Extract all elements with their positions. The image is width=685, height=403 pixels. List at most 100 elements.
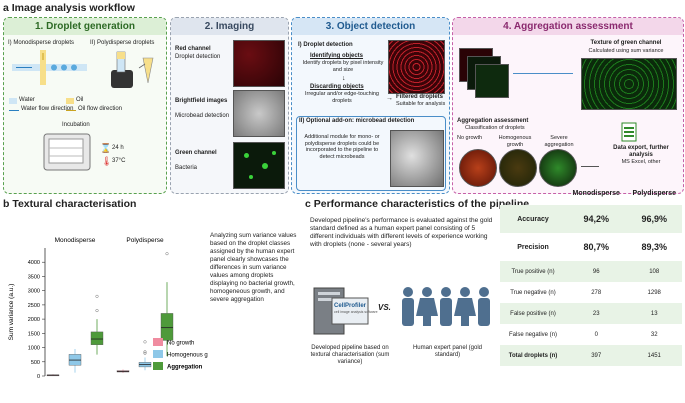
table-cell-mono: 397 bbox=[591, 352, 602, 359]
water-swatch bbox=[9, 98, 17, 104]
brightfield-desc: Microbead detection bbox=[175, 113, 230, 119]
microbead-title: II) Optional add-on: microbead detection bbox=[299, 118, 415, 124]
table-cell-label: True negative (n) bbox=[510, 289, 556, 296]
section-aggregation-assessment: 4. Aggregation assessment Texture of gre… bbox=[452, 17, 684, 194]
oil-swatch bbox=[66, 98, 74, 104]
red-channel-image bbox=[233, 40, 285, 87]
texture-title: Texture of green channel bbox=[590, 40, 662, 46]
incubation-label: Incubation bbox=[62, 122, 90, 128]
human-caption: Human expert panel (gold standard) bbox=[412, 345, 483, 358]
mono-label: I) Monodisperse droplets bbox=[8, 40, 75, 46]
panel-b-title: b Textural characterisation bbox=[3, 198, 137, 210]
microbead-desc: Additional module for mono- or polydispe… bbox=[304, 134, 380, 160]
table-cell-label: False positive (n) bbox=[510, 310, 556, 317]
table-cell-poly: 1451 bbox=[647, 352, 661, 359]
texture-image bbox=[581, 58, 677, 110]
versus-label: VS. bbox=[378, 303, 391, 312]
class-severe: Severe aggregation bbox=[544, 135, 574, 148]
computer-icon bbox=[313, 287, 369, 335]
section-4-header: 4. Aggregation assessment bbox=[453, 18, 683, 35]
section-3-header: 3. Object detection bbox=[292, 18, 449, 35]
incubator-icon bbox=[43, 133, 91, 171]
section-2-header: 2. Imaging bbox=[171, 18, 288, 35]
legend-swatch-2 bbox=[153, 362, 163, 370]
table-cell-mono: 94,2% bbox=[583, 214, 609, 224]
table-cell-mono: 0 bbox=[594, 331, 598, 338]
filtered-desc: Suitable for analysis bbox=[396, 101, 446, 107]
microfluidic-chip-icon bbox=[12, 50, 87, 85]
table-cell-poly: 32 bbox=[650, 331, 658, 338]
filtered-title: Filtered droplets bbox=[396, 94, 444, 100]
down-arrow-icon: ↓ bbox=[342, 75, 346, 82]
y-tick-label: 500 bbox=[31, 360, 40, 366]
agg-desc: Classification of droplets bbox=[465, 125, 525, 131]
table-cell-mono: 23 bbox=[592, 310, 600, 317]
col-monodisperse: Monodisperse bbox=[572, 189, 620, 197]
outlier-point bbox=[143, 351, 147, 355]
box-2-0 bbox=[90, 331, 104, 345]
panel-b-description: Analyzing sum variance values based on t… bbox=[210, 232, 297, 303]
legend-oil-flow: Oil flow direction bbox=[78, 106, 123, 112]
human-panel-icon bbox=[402, 287, 490, 326]
y-tick-label: 1000 bbox=[28, 346, 40, 352]
table-cell-poly: 13 bbox=[650, 310, 658, 317]
panel-c-description: Developed pipeline's performance is eval… bbox=[310, 217, 493, 248]
legend-swatch-1 bbox=[153, 350, 163, 358]
class-homogenous: Homogenous growth bbox=[498, 135, 532, 148]
table-cell-mono: 278 bbox=[591, 289, 602, 296]
outlier-point bbox=[143, 340, 147, 344]
brightfield-title: Brightfield images bbox=[175, 98, 228, 104]
group-label: Polydisperse bbox=[126, 237, 164, 244]
table-cell-label: Accuracy bbox=[517, 215, 549, 223]
spreadsheet-icon bbox=[621, 122, 637, 142]
export-title: Data export, further analysis bbox=[613, 145, 669, 158]
table-cell-label: True positive (n) bbox=[511, 268, 555, 275]
green-channel-title: Green channel bbox=[175, 150, 217, 156]
y-tick-label: 2000 bbox=[28, 317, 40, 323]
identifying-title: Identifying objects bbox=[310, 53, 364, 59]
vortex-mixer-icon bbox=[111, 51, 154, 88]
panel-c-title: c Performance characteristics of the pip… bbox=[305, 198, 530, 210]
thermometer-icon: 🌡 bbox=[101, 156, 113, 166]
table-row: False positive (n) 23 13 bbox=[500, 303, 682, 324]
legend-label-1: Homogenous growth bbox=[167, 353, 208, 359]
red-channel-title: Red channel bbox=[175, 46, 211, 52]
identifying-desc: Identify droplets by pixel intensity and… bbox=[302, 60, 384, 73]
legend-water-flow: Water flow direction bbox=[21, 106, 74, 112]
box-2-1 bbox=[160, 313, 174, 341]
y-tick-label: 3500 bbox=[28, 274, 40, 280]
green-channel-desc: Bacteria bbox=[175, 165, 198, 171]
incubation-temp: 37°C bbox=[112, 158, 126, 164]
section-object-detection: 3. Object detection I) Droplet detection… bbox=[291, 17, 450, 194]
homogenous-droplet-image bbox=[499, 149, 537, 187]
class-no-growth: No growth bbox=[457, 135, 483, 141]
water-flow-arrow-icon bbox=[9, 110, 19, 111]
red-channel-desc: Droplet detection bbox=[175, 54, 221, 60]
microbead-image bbox=[390, 130, 444, 187]
outlier-point bbox=[95, 294, 99, 298]
microbead-subbox bbox=[296, 116, 446, 191]
agg-title: Aggregation assessment bbox=[457, 118, 529, 124]
poly-label: II) Polydisperse droplets bbox=[90, 40, 155, 46]
filtered-droplets-image bbox=[388, 40, 445, 94]
table-cell-poly: 89,3% bbox=[641, 242, 667, 252]
cellprofiler-sub: cell image analysis software bbox=[334, 310, 378, 314]
green-channel-image bbox=[233, 142, 285, 189]
hourglass-icon: ⌛ bbox=[100, 143, 112, 153]
table-cell-mono: 80,7% bbox=[583, 242, 609, 252]
table-cell-mono: 96 bbox=[592, 268, 600, 275]
outlier-point bbox=[165, 252, 169, 256]
y-tick-label: 0 bbox=[37, 374, 40, 380]
discarding-title: Discarding objects bbox=[310, 84, 364, 90]
panel-a-title: a Image analysis workflow bbox=[3, 2, 135, 14]
outlier-point bbox=[143, 350, 147, 354]
stack-overlay-image bbox=[475, 64, 509, 98]
legend-oil: Oil bbox=[76, 97, 84, 103]
y-tick-label: 3000 bbox=[28, 289, 40, 295]
y-tick-label: 1500 bbox=[28, 331, 40, 337]
table-cell-label: Total droplets (n) bbox=[508, 352, 558, 359]
